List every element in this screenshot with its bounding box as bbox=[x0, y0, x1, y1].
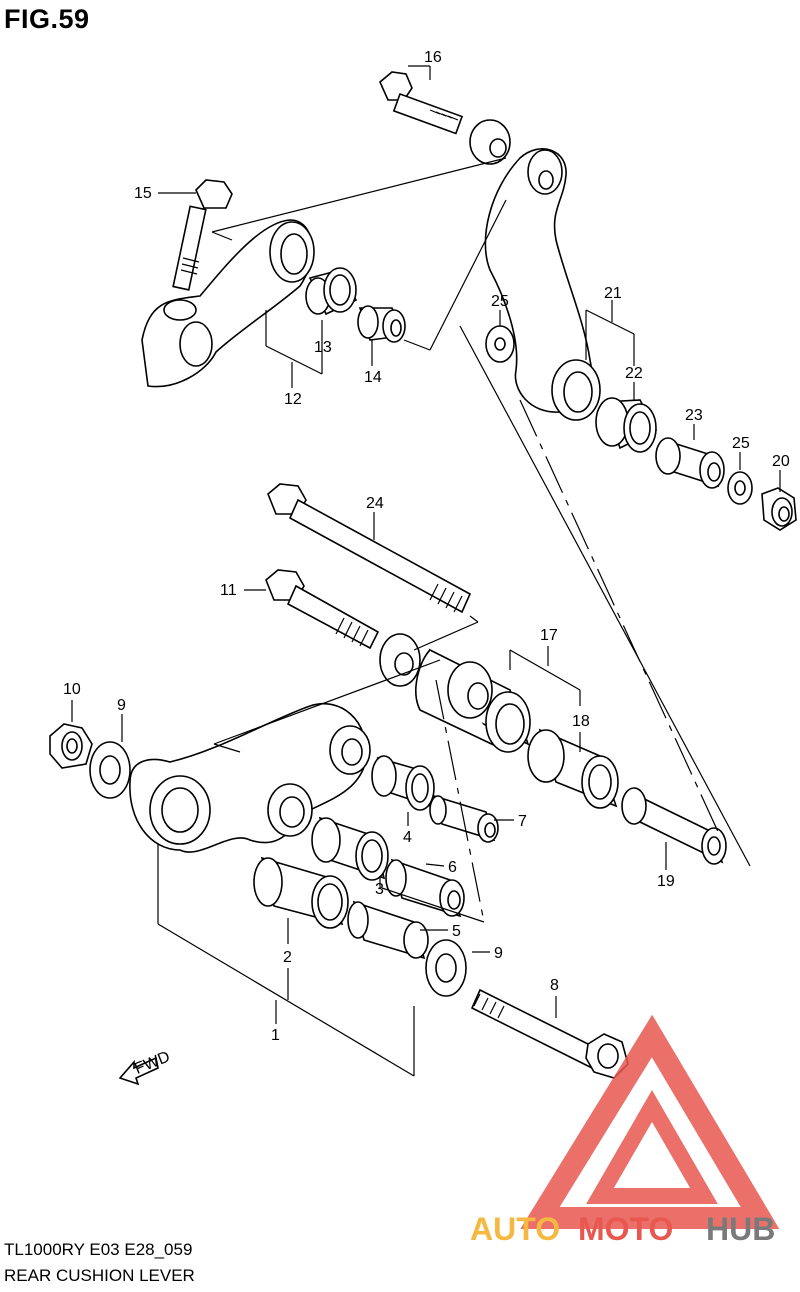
spacer-23 bbox=[655, 437, 725, 489]
nut-10 bbox=[49, 723, 93, 769]
callout-13: 13 bbox=[314, 339, 332, 356]
washer-9-left bbox=[89, 741, 131, 799]
callout-14: 14 bbox=[364, 369, 382, 386]
callout-3: 3 bbox=[375, 881, 384, 898]
callout-19: 19 bbox=[657, 873, 675, 890]
watermark-hub: HUB bbox=[706, 1211, 775, 1247]
spacer-19 bbox=[621, 787, 727, 865]
callout-5: 5 bbox=[452, 923, 461, 940]
watermark-triangle-icon bbox=[520, 1014, 780, 1229]
bearing-13 bbox=[305, 267, 358, 316]
spacer-6 bbox=[385, 858, 465, 918]
fwd-arrow: FWD bbox=[118, 1048, 172, 1086]
bolt-15 bbox=[172, 179, 233, 291]
bearing-2 bbox=[253, 856, 349, 929]
callout-numbers: 16 15 13 14 12 25 21 22 23 25 20 24 11 1… bbox=[63, 49, 790, 1044]
leader-lines bbox=[71, 65, 781, 1077]
callout-1: 1 bbox=[271, 1027, 280, 1044]
callout-16: 16 bbox=[424, 49, 442, 66]
callout-9-right: 9 bbox=[494, 945, 503, 962]
spacer-5 bbox=[347, 900, 429, 960]
watermark-auto: AUTO bbox=[470, 1211, 560, 1247]
footer-model-code: TL1000RY E03 E28_059 bbox=[4, 1240, 193, 1259]
callout-12: 12 bbox=[284, 391, 302, 408]
watermark-moto: MOTO bbox=[578, 1211, 673, 1247]
lever-1 bbox=[129, 703, 371, 853]
callout-25-upper: 25 bbox=[491, 293, 509, 310]
bolt-24 bbox=[267, 483, 472, 614]
bolt-16 bbox=[379, 71, 464, 135]
footer-part-name: REAR CUSHION LEVER bbox=[4, 1266, 195, 1285]
fwd-label: FWD bbox=[132, 1048, 172, 1077]
figure-title: FIG.59 bbox=[4, 4, 90, 34]
callout-2: 2 bbox=[283, 949, 292, 966]
watermark-wordmark: AUTO MOTO HUB bbox=[470, 1211, 775, 1247]
callout-6: 6 bbox=[448, 859, 457, 876]
bearing-3 bbox=[311, 816, 389, 881]
washer-25-right bbox=[727, 471, 753, 505]
bearing-18 bbox=[527, 728, 619, 809]
lever-12 bbox=[141, 219, 315, 388]
callout-7: 7 bbox=[518, 813, 527, 830]
bolt-8 bbox=[470, 988, 629, 1079]
spacer-7 bbox=[429, 794, 499, 843]
nut-20 bbox=[761, 487, 797, 531]
callout-18: 18 bbox=[572, 713, 590, 730]
rod-17 bbox=[379, 633, 531, 753]
washer-25-upper bbox=[485, 325, 515, 363]
callout-25-right: 25 bbox=[732, 435, 750, 452]
callout-4: 4 bbox=[403, 829, 412, 846]
washer-9-right bbox=[425, 939, 467, 997]
callout-9-left: 9 bbox=[117, 697, 126, 714]
bolt-11 bbox=[265, 569, 380, 650]
callout-10: 10 bbox=[63, 681, 81, 698]
callout-8: 8 bbox=[550, 977, 559, 994]
callout-17: 17 bbox=[540, 627, 558, 644]
callout-21: 21 bbox=[604, 285, 622, 302]
bearing-4 bbox=[371, 755, 435, 811]
callout-24: 24 bbox=[366, 495, 384, 512]
spacer-14 bbox=[357, 305, 406, 343]
callout-22: 22 bbox=[625, 365, 643, 382]
callout-11: 11 bbox=[220, 582, 237, 599]
bearing-22 bbox=[595, 397, 658, 453]
callout-15: 15 bbox=[134, 185, 152, 202]
callout-20: 20 bbox=[772, 453, 790, 470]
watermark-logo bbox=[520, 1014, 780, 1229]
callout-23: 23 bbox=[685, 407, 703, 424]
lever-21 bbox=[469, 119, 601, 421]
